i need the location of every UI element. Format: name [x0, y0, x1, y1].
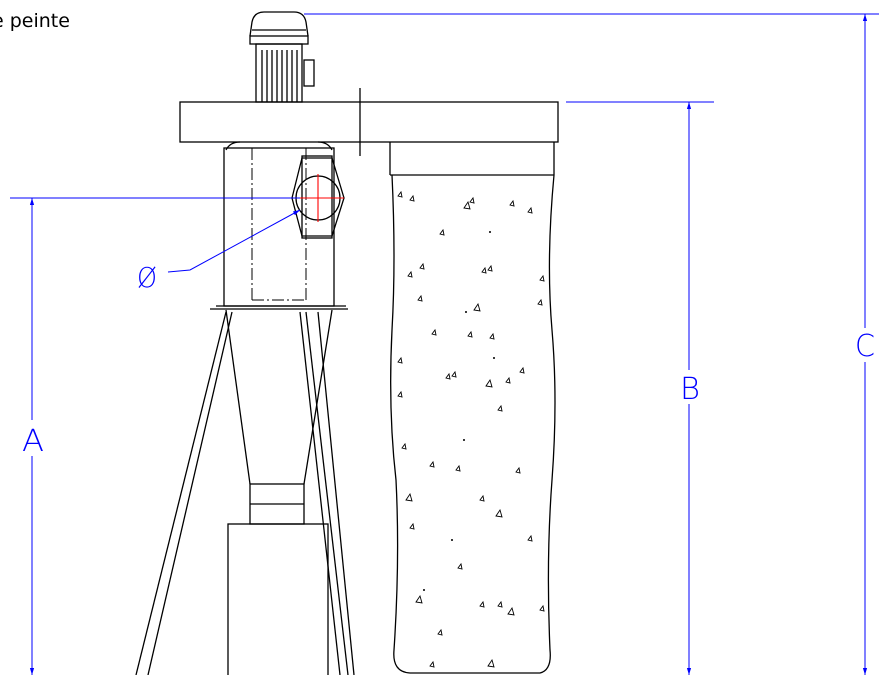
dimension-text: A B C Ø [22, 261, 875, 459]
dimension-label-b: B [680, 372, 700, 407]
caption-text: e peinte [0, 10, 70, 32]
motor [249, 11, 315, 103]
support-legs [135, 311, 355, 675]
dimension-label-a: A [22, 424, 44, 459]
filter-bag [389, 142, 556, 674]
top-plate [179, 88, 559, 156]
cyclone-cone [225, 309, 333, 485]
diameter-leader [167, 209, 301, 273]
dimension-label-diameter: Ø [137, 261, 157, 294]
motor-cooling-fins [261, 50, 298, 102]
dust-speckles [397, 190, 545, 668]
dimension-label-c: C [855, 329, 875, 364]
cyclone-body [210, 141, 348, 675]
dimension-lines [10, 13, 879, 675]
inlet-pipe [251, 148, 307, 301]
